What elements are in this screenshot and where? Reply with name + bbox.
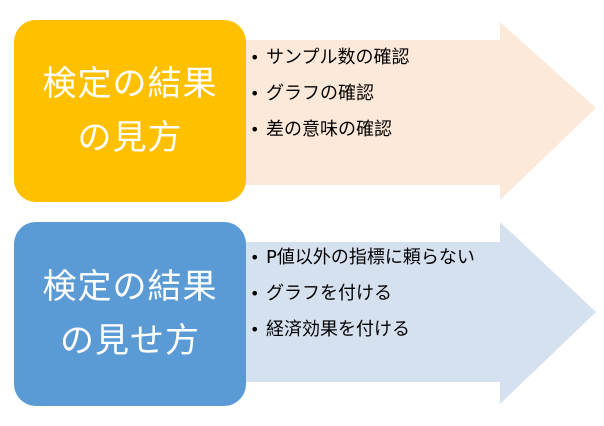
bullet-list: • P値以外の指標に頼らない • グラフを付ける • 経済効果を付ける: [246, 240, 475, 348]
bullet-text: P値以外の指標に頼らない: [266, 247, 475, 268]
section-title: 検定の結果 の見せ方: [43, 260, 218, 368]
section-title: 検定の結果 の見方: [43, 57, 218, 165]
bullet-dot: •: [250, 84, 260, 103]
bullet-dot: •: [250, 248, 260, 267]
bullet-item: • 差の意味の確認: [246, 112, 409, 148]
bullet-item: • 経済効果を付ける: [246, 312, 475, 348]
arrow-shape: [200, 22, 596, 200]
bullet-text: 差の意味の確認: [266, 119, 392, 140]
arrow-body: [200, 222, 596, 404]
section-title-box: 検定の結果 の見方: [14, 20, 246, 202]
bullet-item: • サンプル数の確認: [246, 40, 409, 76]
bullet-dot: •: [250, 284, 260, 303]
section-title-line-1: 検定の結果: [42, 267, 218, 307]
bullet-dot: •: [250, 120, 260, 139]
bullet-item: • グラフの確認: [246, 76, 409, 112]
arrow-shape: [200, 222, 596, 404]
bullet-item: • P値以外の指標に頼らない: [246, 240, 475, 276]
bullet-dot: •: [250, 320, 260, 339]
section-title-line-2: の見方: [77, 118, 183, 158]
bullet-text: グラフを付ける: [266, 283, 392, 304]
bullet-dot: •: [250, 48, 260, 67]
section-title-line-2: の見せ方: [60, 321, 200, 361]
section-title-line-1: 検定の結果: [42, 64, 218, 104]
bullet-text: 経済効果を付ける: [266, 319, 410, 340]
bullet-text: サンプル数の確認: [266, 47, 410, 68]
section-view: 検定の結果 の見方 • サンプル数の確認 • グラフの確認 • 差の意味の確認: [0, 10, 604, 210]
section-presentation: 検定の結果 の見せ方 • P値以外の指標に頼らない • グラフを付ける • 経済効果を…: [0, 214, 604, 414]
bullet-item: • グラフを付ける: [246, 276, 475, 312]
section-title-box: 検定の結果 の見せ方: [14, 222, 246, 406]
bullet-list: • サンプル数の確認 • グラフの確認 • 差の意味の確認: [246, 40, 409, 148]
arrow-body: [200, 22, 596, 200]
bullet-text: グラフの確認: [266, 83, 374, 104]
